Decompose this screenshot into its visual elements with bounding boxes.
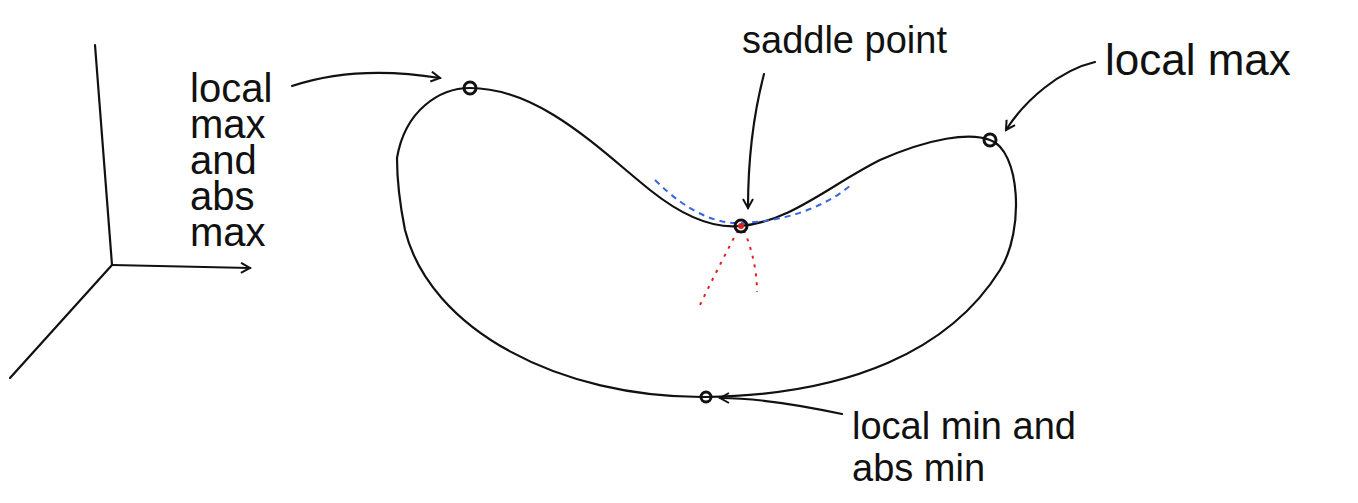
annotation-label: local max and abs max	[190, 70, 272, 250]
surface-outline	[397, 88, 1016, 397]
saddle-downward-curve	[700, 230, 738, 305]
annotation-label: saddle point	[742, 18, 947, 62]
critical-point	[735, 220, 747, 232]
critical-point	[701, 392, 711, 402]
saddle-downward-curve	[744, 230, 757, 292]
y-axis	[112, 265, 250, 268]
critical-point	[984, 134, 996, 146]
saddle-mark	[738, 223, 744, 229]
leader-arrow	[1006, 62, 1095, 130]
leader-arrow	[292, 73, 440, 86]
leader-arrow	[748, 74, 764, 208]
saddle-upward-curve	[655, 180, 850, 223]
leader-arrow	[720, 398, 842, 414]
x-axis	[10, 265, 112, 378]
annotation-label: local max	[1105, 35, 1291, 85]
annotation-label: local min and abs min	[852, 405, 1087, 489]
z-axis	[95, 45, 112, 265]
critical-point	[464, 82, 476, 94]
